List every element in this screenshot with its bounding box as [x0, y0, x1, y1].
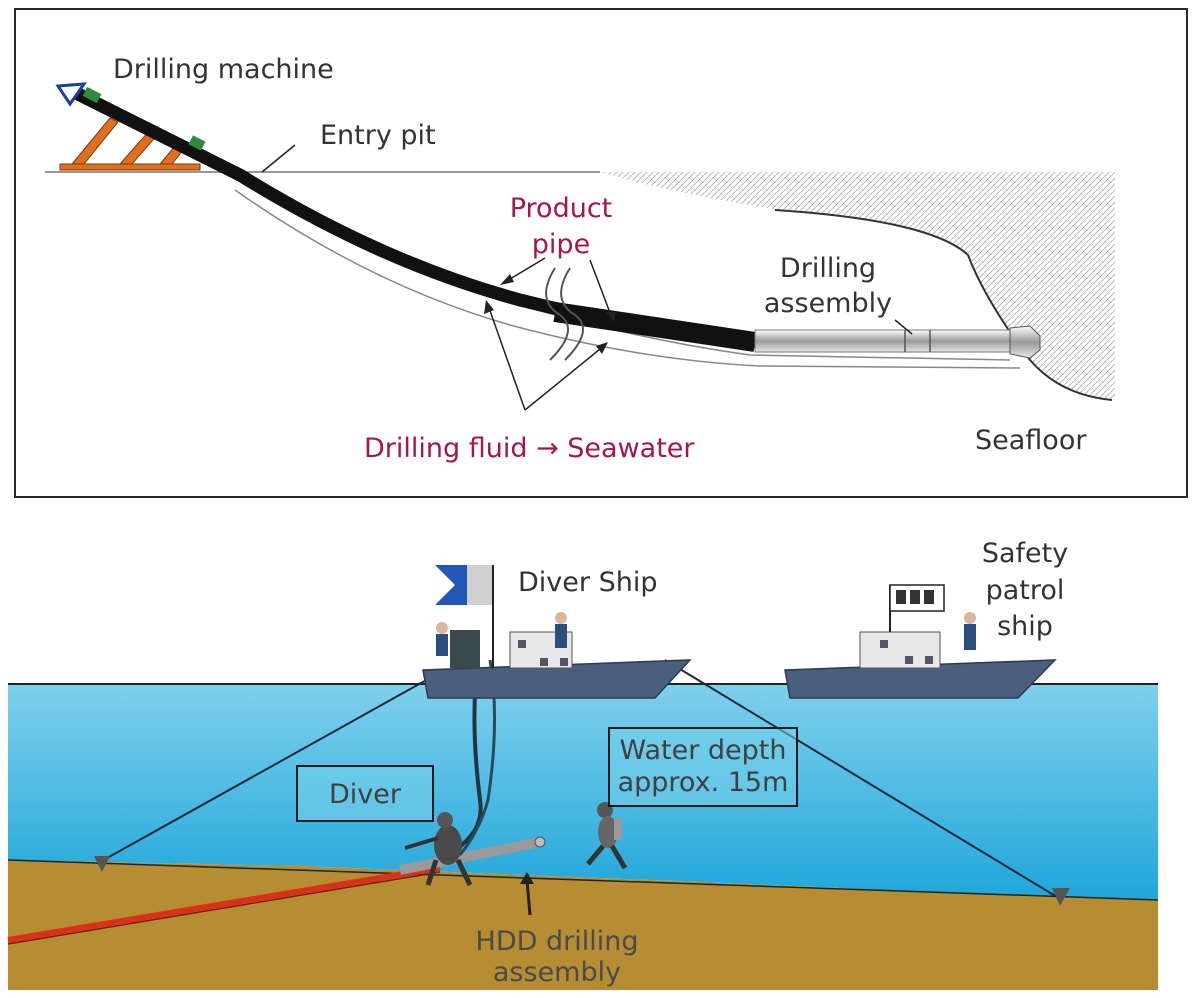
drilling-assembly-body	[754, 329, 1011, 353]
anchor-left	[94, 856, 110, 872]
hdd-pointer	[525, 879, 532, 916]
anchor-line-right	[664, 659, 1063, 901]
label-drilling-machine: Drilling machine	[113, 54, 334, 85]
green-segment-2	[188, 135, 206, 151]
label-product-pipe-2: pipe	[531, 229, 591, 260]
bore-outline-lower	[234, 189, 1021, 369]
label-diver-ship: Diver Ship	[518, 567, 658, 598]
label-safety-1: Safety	[981, 538, 1069, 569]
label-hdd-2: assembly	[492, 957, 622, 988]
diver-box: Diver	[296, 765, 434, 822]
label-safety-2: patrol	[985, 575, 1065, 606]
label-diver: Diver	[329, 779, 401, 810]
label-water-depth-1: Water depth	[619, 735, 787, 766]
water-depth-box: Water depth approx. 15m	[608, 727, 798, 807]
seabed-hatch	[600, 172, 1115, 400]
hdd-pipe	[7, 865, 441, 943]
break-mark-1	[560, 267, 584, 361]
seabed-line	[7, 859, 1159, 901]
drill-head-marker	[55, 82, 88, 107]
label-hdd-1: HDD drilling	[475, 926, 639, 957]
anchor-line-left	[99, 677, 431, 863]
label-water-depth-2: approx. 15m	[617, 767, 789, 799]
break-mark-2	[545, 267, 569, 361]
label-seafloor: Seafloor	[975, 425, 1087, 456]
label-drilling-assembly-2: assembly	[763, 288, 893, 319]
sea	[8, 684, 1158, 900]
label-drilling-assembly-1: Drilling	[779, 253, 877, 284]
label-entry-pit: Entry pit	[320, 120, 436, 151]
diver-flag-white	[467, 565, 493, 605]
entry-pit-pointer	[261, 144, 296, 173]
safety-patrol-ship	[784, 584, 1057, 699]
diver-ship	[422, 565, 692, 699]
hdd-assembly	[399, 837, 541, 875]
label-product-pipe-1: Product	[509, 193, 613, 224]
label-drilling-fluid: Drilling fluid → Seawater	[364, 433, 695, 464]
diver-figure-1	[404, 812, 473, 887]
drill-bit	[1009, 325, 1041, 359]
green-segment-1	[82, 86, 102, 104]
seafloor-line	[774, 209, 1113, 401]
product-pipe-segment	[553, 302, 757, 352]
anchor-right	[1052, 888, 1070, 906]
label-safety-3: ship	[997, 611, 1053, 642]
